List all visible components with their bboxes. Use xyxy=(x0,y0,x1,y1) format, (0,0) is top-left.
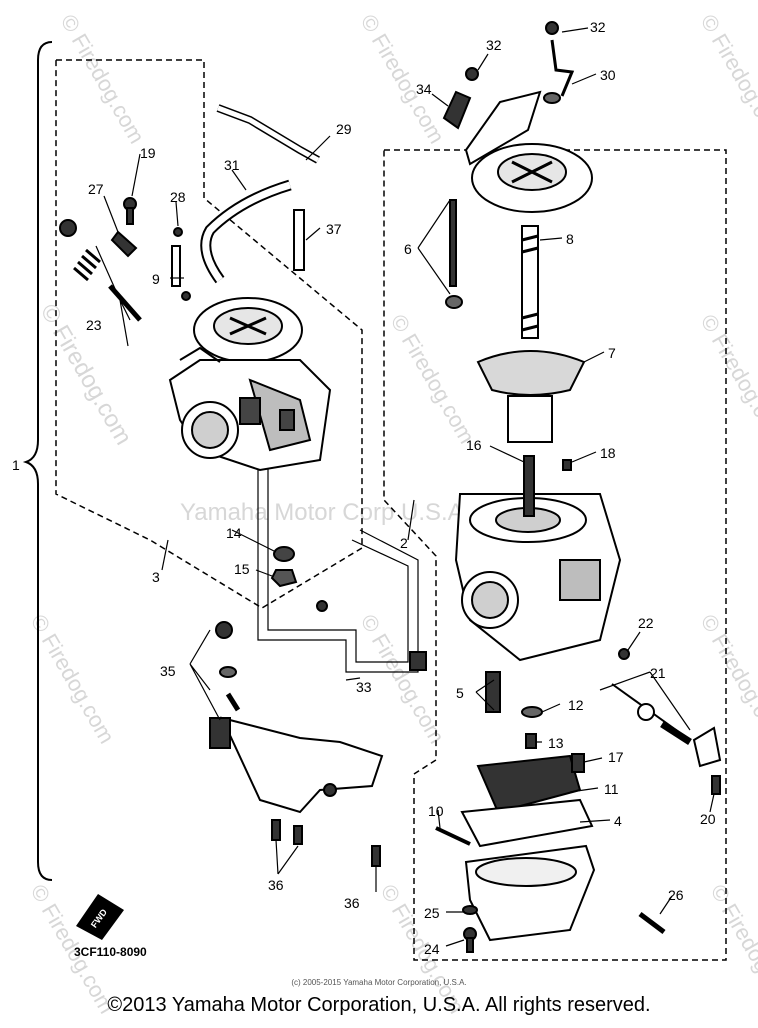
watermark-lower-left: © Firedog.com xyxy=(26,610,120,748)
callout-10: 10 xyxy=(428,803,444,819)
callout-4: 4 xyxy=(614,813,622,829)
watermark-mid: © Firedog.com xyxy=(386,310,480,448)
callout-20: 20 xyxy=(700,811,716,827)
callout-22: 22 xyxy=(638,615,654,631)
callout-8: 8 xyxy=(566,231,574,247)
watermark-center: Yamaha Motor Corp U.S.A. xyxy=(180,499,470,526)
callout-30: 30 xyxy=(600,67,616,83)
callout-19: 19 xyxy=(140,145,156,161)
callout-25: 25 xyxy=(424,905,440,921)
callout-32a: 32 xyxy=(486,37,502,53)
lead-2 xyxy=(407,499,415,541)
callout-23: 23 xyxy=(86,317,102,333)
leader-lines xyxy=(95,27,715,947)
callout-1: 1 xyxy=(12,457,20,473)
callout-9: 9 xyxy=(152,271,160,287)
callout-35: 35 xyxy=(160,663,176,679)
watermark-layer: © Firedog.com Yamaha Motor Corp U.S.A. ©… xyxy=(26,10,758,1018)
callout-14: 14 xyxy=(226,525,242,541)
callout-33: 33 xyxy=(356,679,372,695)
callout-labels: 1 2 3 4 5 6 7 8 9 10 11 12 13 14 15 16 1… xyxy=(12,19,716,957)
watermark-right: © Firedog.com xyxy=(696,310,758,448)
callout-16: 16 xyxy=(466,437,482,453)
callout-3: 3 xyxy=(152,569,160,585)
callout-28: 28 xyxy=(170,189,186,205)
group-outline-2 xyxy=(383,149,727,961)
left-parts xyxy=(59,104,427,867)
right-carburetor xyxy=(435,21,722,953)
fwd-arrow-icon: FWD xyxy=(76,894,124,940)
hose-33 xyxy=(257,450,419,673)
callout-27: 27 xyxy=(88,181,104,197)
diagram-code: 3CF110-8090 xyxy=(74,945,147,959)
callout-2: 2 xyxy=(400,535,408,551)
callout-5: 5 xyxy=(456,685,464,701)
watermark-top-right: © Firedog.com xyxy=(696,10,758,148)
callout-24: 24 xyxy=(424,941,440,957)
group-outline-3 xyxy=(55,59,363,609)
callout-37: 37 xyxy=(326,221,342,237)
callout-11: 11 xyxy=(604,781,619,797)
callout-18: 18 xyxy=(600,445,616,461)
callout-7: 7 xyxy=(608,345,616,361)
left-carburetor xyxy=(168,297,332,472)
fineprint-copyright: (c) 2005-2015 Yamaha Motor Corporation, … xyxy=(291,978,467,987)
callout-36b: 36 xyxy=(344,895,360,911)
callout-29: 29 xyxy=(336,121,352,137)
footer-copyright: ©2013 Yamaha Motor Corporation, U.S.A. A… xyxy=(107,994,651,1016)
callout-15: 15 xyxy=(234,561,250,577)
lead-3 xyxy=(161,539,169,571)
callout-6: 6 xyxy=(404,241,412,257)
callout-17: 17 xyxy=(608,749,624,765)
watermark-top: © Firedog.com xyxy=(56,10,150,148)
callout-26: 26 xyxy=(668,887,684,903)
callout-12: 12 xyxy=(568,697,584,713)
callout-32b: 32 xyxy=(590,19,606,35)
callout-36a: 36 xyxy=(268,877,284,893)
assembly-bracket xyxy=(22,41,53,881)
callout-31: 31 xyxy=(224,157,240,173)
callout-13: 13 xyxy=(548,735,564,751)
watermark-lower-right: © Firedog.com xyxy=(696,610,758,748)
callout-34: 34 xyxy=(416,81,432,97)
watermark-top-mid: © Firedog.com xyxy=(356,10,450,148)
hose-33-inner xyxy=(267,456,409,663)
callout-21: 21 xyxy=(650,665,666,681)
